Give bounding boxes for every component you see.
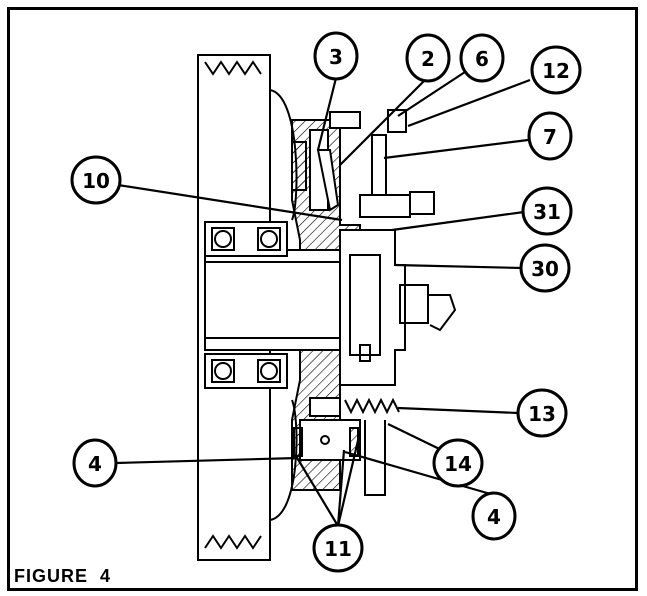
callout-12: 12 bbox=[530, 45, 582, 95]
figure-caption: FIGURE 4 bbox=[14, 566, 112, 586]
callout-2-label: 2 bbox=[421, 47, 435, 71]
callout-7: 7 bbox=[527, 111, 573, 161]
callout-7-label: 7 bbox=[543, 125, 557, 149]
callout-10-label: 10 bbox=[82, 169, 110, 193]
callout-4-left-label: 4 bbox=[88, 452, 102, 476]
callout-4-left: 4 bbox=[72, 438, 118, 488]
callout-3: 3 bbox=[313, 31, 359, 81]
callout-3-label: 3 bbox=[329, 45, 343, 69]
armature-plate bbox=[291, 109, 435, 218]
bearing-lower bbox=[204, 353, 288, 389]
callout-13-label: 13 bbox=[528, 402, 556, 426]
callout-2: 2 bbox=[405, 33, 451, 83]
callout-14-label: 14 bbox=[444, 452, 472, 476]
callout-30-label: 30 bbox=[531, 257, 559, 281]
callout-31: 31 bbox=[521, 186, 573, 236]
housing-cover bbox=[339, 229, 457, 386]
callout-13: 13 bbox=[516, 388, 568, 438]
callout-6: 6 bbox=[459, 33, 505, 83]
bearing-upper bbox=[204, 221, 288, 257]
callout-11: 11 bbox=[312, 523, 364, 573]
callout-11-label: 11 bbox=[324, 537, 352, 561]
callout-10: 10 bbox=[70, 155, 122, 205]
callout-31-label: 31 bbox=[533, 200, 561, 224]
callout-4-right-label: 4 bbox=[487, 505, 501, 529]
callout-4-right: 4 bbox=[471, 491, 517, 541]
callout-6-label: 6 bbox=[475, 47, 489, 71]
callout-14: 14 bbox=[432, 438, 484, 488]
callout-12-label: 12 bbox=[542, 59, 570, 83]
leader-lines bbox=[115, 71, 531, 527]
callout-30: 30 bbox=[519, 243, 571, 293]
